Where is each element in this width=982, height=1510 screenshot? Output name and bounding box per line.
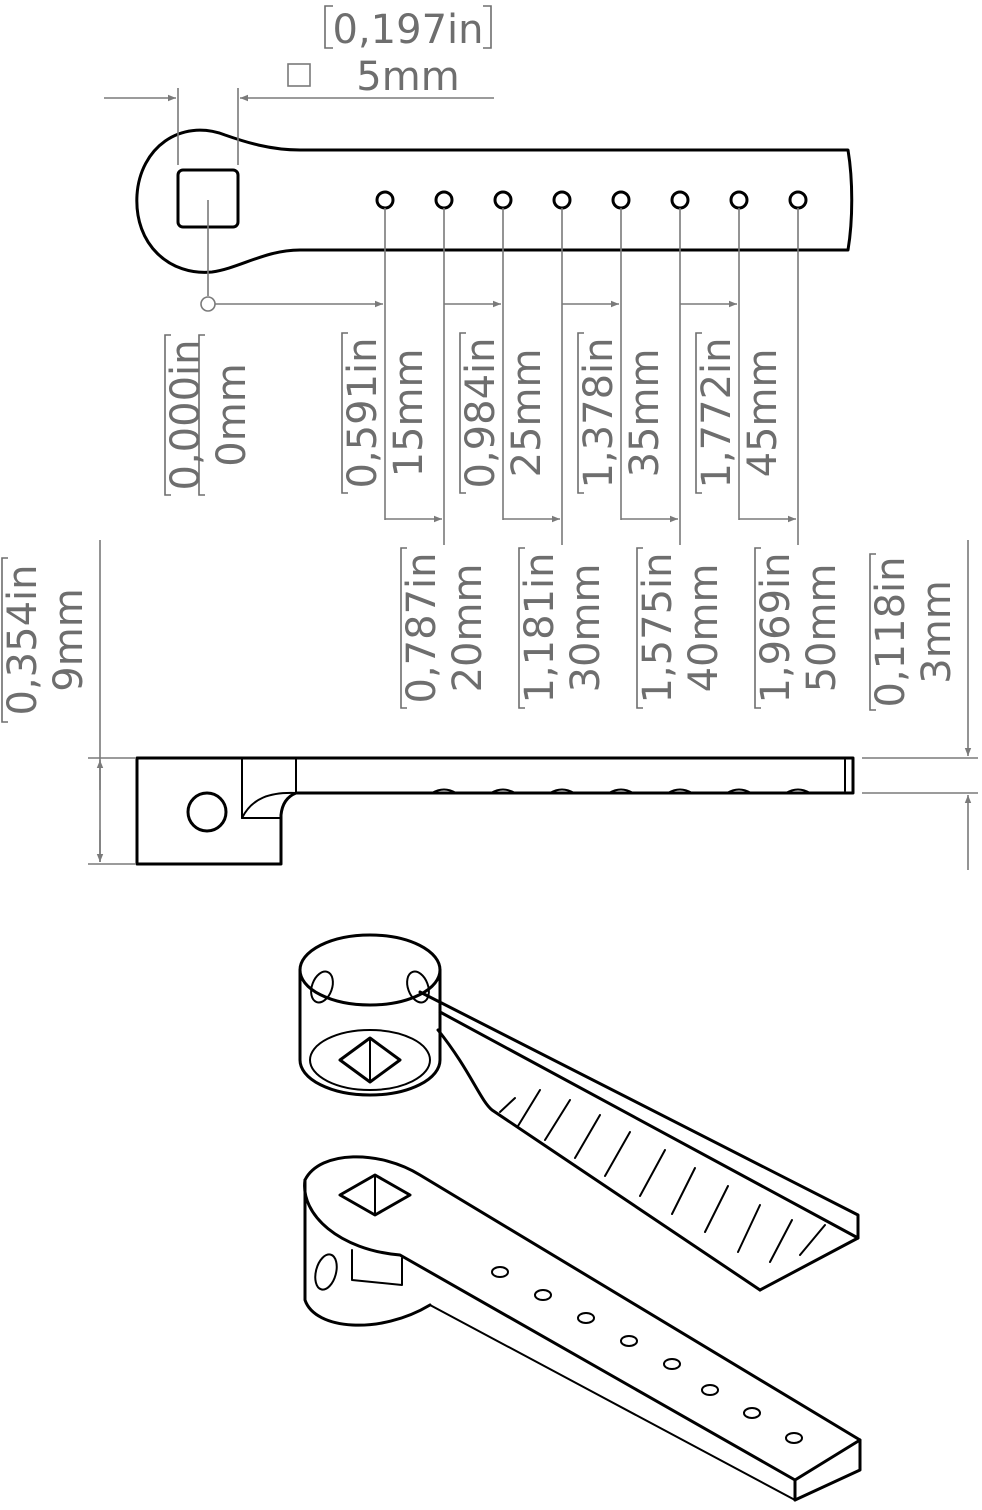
dim-label-20mm: 0,787in 20mm — [399, 547, 491, 709]
svg-text:20mm: 20mm — [445, 564, 491, 693]
hole-8 — [788, 190, 808, 210]
hole-3 — [493, 190, 513, 210]
dim-label-0mm: 0,000in 0mm — [163, 334, 255, 496]
dim-label-45mm: 1,772in 45mm — [694, 332, 786, 494]
svg-text:9mm: 9mm — [46, 588, 92, 691]
svg-text:0,984in: 0,984in — [458, 338, 504, 489]
side-pin-hole — [186, 791, 228, 833]
top-view-outline — [135, 128, 854, 274]
svg-text:1,575in: 1,575in — [635, 553, 681, 704]
svg-text:35mm: 35mm — [622, 349, 668, 478]
svg-text:0mm: 0mm — [209, 363, 255, 466]
iso-holes — [491, 1266, 803, 1444]
hole-1 — [375, 190, 395, 210]
svg-text:1,969in: 1,969in — [753, 553, 799, 704]
svg-text:1,378in: 1,378in — [576, 338, 622, 489]
square-dim-in: 0,197in — [333, 7, 484, 53]
hole-7 — [729, 190, 749, 210]
square-symbol — [287, 63, 311, 87]
side-view — [135, 756, 855, 866]
svg-text:45mm: 45mm — [740, 349, 786, 478]
svg-text:0,591in: 0,591in — [340, 338, 386, 489]
dim-label-9mm: 0,354in 9mm — [0, 557, 92, 723]
isometric-view-ridged — [298, 933, 860, 1292]
dim-label-25mm: 0,984in 25mm — [458, 332, 550, 494]
side-view-outline — [135, 756, 855, 866]
svg-text:0,787in: 0,787in — [399, 553, 445, 704]
square-dim-mm: 5mm — [356, 54, 459, 100]
dim-label-3mm: 0,118in 3mm — [868, 553, 960, 711]
svg-text:25mm: 25mm — [504, 349, 550, 478]
thickness-dimension — [862, 540, 978, 870]
svg-text:1,772in: 1,772in — [694, 338, 740, 489]
side-hole-bumps — [431, 788, 811, 794]
dim-label-35mm: 1,378in 35mm — [576, 332, 668, 494]
svg-text:50mm: 50mm — [799, 564, 845, 693]
hole-4 — [552, 190, 572, 210]
svg-text:1,181in: 1,181in — [517, 553, 563, 704]
height-dimension — [88, 540, 135, 865]
svg-text:0,354in: 0,354in — [0, 565, 46, 716]
top-view — [135, 128, 854, 274]
hole-6 — [670, 190, 690, 210]
svg-text:30mm: 30mm — [563, 564, 609, 693]
isometric-view-holed — [303, 1155, 862, 1502]
dim-label-40mm: 1,575in 40mm — [635, 547, 727, 709]
hole-5 — [611, 190, 631, 210]
svg-text:15mm: 15mm — [386, 349, 432, 478]
servo-holes — [375, 190, 808, 210]
svg-text:0,118in: 0,118in — [868, 557, 914, 708]
svg-text:0,000in: 0,000in — [163, 340, 209, 491]
svg-text:3mm: 3mm — [914, 580, 960, 683]
dim-label-50mm: 1,969in 50mm — [753, 547, 845, 709]
hole-2 — [434, 190, 454, 210]
hole-dimension-lines — [200, 200, 799, 545]
dim-label-30mm: 1,181in 30mm — [517, 547, 609, 709]
dim-label-15mm: 0,591in 15mm — [340, 332, 432, 494]
svg-text:40mm: 40mm — [681, 564, 727, 693]
square-dimension: 0,197in 5mm — [104, 5, 494, 165]
